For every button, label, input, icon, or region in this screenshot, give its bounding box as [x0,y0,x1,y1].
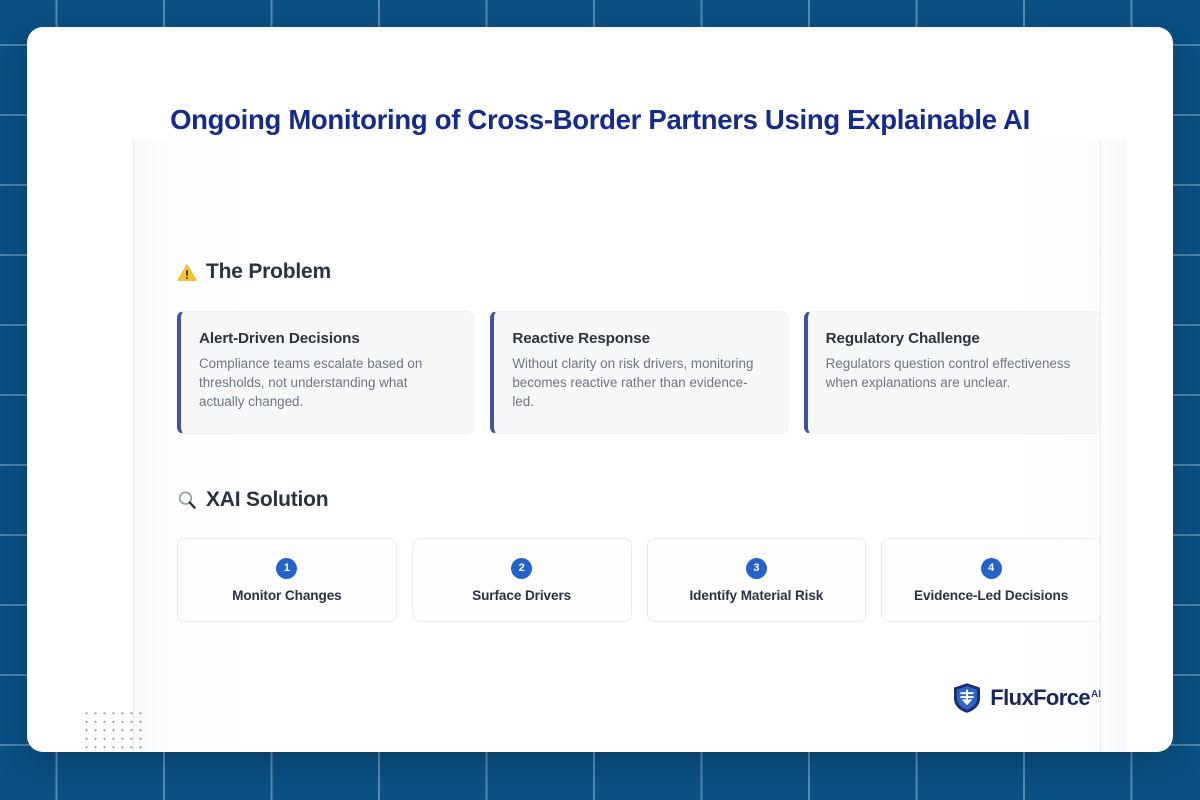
warning-triangle-icon [177,263,197,282]
solution-steps-row: 1 Monitor Changes 2 Surface Drivers 3 Id… [177,538,1101,622]
problem-card-body: Without clarity on risk drivers, monitor… [512,356,754,410]
solution-step-card[interactable]: 1 Monitor Changes [177,538,397,622]
problem-card: Regulatory Challenge Regulators question… [803,311,1101,434]
step-number-badge: 1 [276,557,298,579]
step-number-badge: 2 [511,557,533,579]
step-number-badge: 4 [980,557,1002,579]
step-label: Identify Material Risk [689,587,824,603]
problem-card-title: Reactive Response [512,330,650,347]
solution-step-card[interactable]: 2 Surface Drivers [411,538,632,622]
problem-section-heading: The Problem [177,260,331,284]
problem-card-body: Regulators question control effectivenes… [825,356,1071,391]
inner-panel-shading [133,139,1127,752]
inner-panel-left-edge [133,139,134,752]
problem-card: Reactive Response Without clarity on ris… [490,311,788,434]
problem-section-label: The Problem [206,260,331,283]
solution-section-label: XAI Solution [206,488,329,511]
step-label: Evidence-Led Decisions [914,587,1069,603]
problem-card-title: Regulatory Challenge [825,330,980,347]
step-number-badge: 3 [745,557,767,579]
slide-card: Ongoing Monitoring of Cross-Border Partn… [27,27,1173,752]
problem-card: Alert-Driven Decisions Compliance teams … [177,311,475,434]
brand-name-text: FluxForce [990,685,1090,710]
step-label: Monitor Changes [232,587,342,603]
magnifier-icon [177,490,197,510]
brand-logo: FluxForceAI [952,682,1101,714]
problem-card-title: Alert-Driven Decisions [199,330,360,347]
brand-superscript: AI [1091,688,1101,700]
shield-icon [952,682,982,714]
solution-step-card[interactable]: 3 Identify Material Risk [646,538,867,622]
inner-panel-right-edge [1100,139,1101,752]
dot-grid-decoration [82,709,148,751]
solution-step-card[interactable]: 4 Evidence-Led Decisions [881,538,1101,622]
solution-section-heading: XAI Solution [177,488,329,512]
step-label: Surface Drivers [472,587,572,603]
brand-name: FluxForceAI [990,685,1101,711]
page-title: Ongoing Monitoring of Cross-Border Partn… [170,104,1030,135]
problem-card-body: Compliance teams escalate based on thres… [199,356,423,410]
problem-cards-row: Alert-Driven Decisions Compliance teams … [177,311,1101,434]
